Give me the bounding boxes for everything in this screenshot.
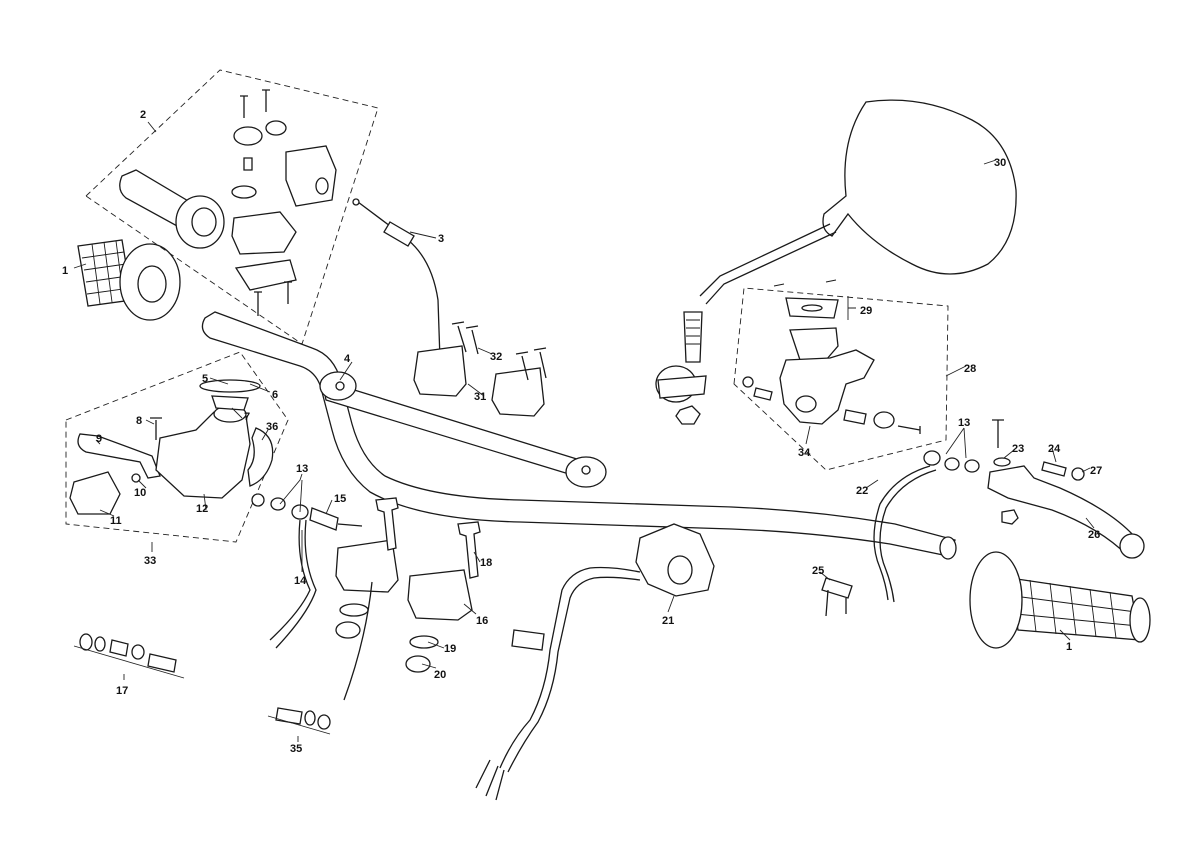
handlebar [202,312,956,559]
callout-27: 27 [1090,465,1102,477]
right-switch-housing [476,524,714,800]
callout-22: 22 [856,485,868,497]
callout-9: 9 [96,433,102,445]
callout-13-right: 13 [958,417,970,429]
callout-31: 31 [474,391,486,403]
callout-20: 20 [434,669,446,681]
callout-4: 4 [344,353,351,365]
throttle-cable [353,199,440,360]
callout-16: 16 [476,615,488,627]
throttle-assembly [86,70,378,344]
callout-3: 3 [438,233,444,245]
callout-12: 12 [196,503,208,515]
callout-34: 34 [798,447,811,459]
callout-15: 15 [334,493,346,505]
left-brake-hose [252,494,362,648]
lower-clamp-right [406,522,480,672]
callout-1-left: 1 [62,265,68,277]
callout-24: 24 [1048,443,1061,455]
callout-labels: 1 1 2 3 4 5 6 7 8 9 10 11 12 13 13 14 15… [62,109,1102,755]
callout-8: 8 [136,415,142,427]
left-lever-assembly [66,352,288,542]
callout-23: 23 [1012,443,1024,455]
parts-kit-17 [74,634,184,678]
callout-5: 5 [202,373,208,385]
callout-17: 17 [116,685,128,697]
upper-clamps [414,322,546,416]
lower-clamp-left [336,498,398,700]
front-master-cylinder-assembly [734,280,948,470]
front-brake-lever [988,420,1144,558]
callout-36: 36 [266,421,278,433]
right-grip [970,552,1150,648]
callout-13-left: 13 [296,463,308,475]
callout-25: 25 [812,565,824,577]
callout-2: 2 [140,109,146,121]
callout-28: 28 [964,363,976,375]
callout-32: 32 [490,351,502,363]
callout-7: 7 [244,411,250,423]
right-brake-hose [874,451,979,602]
callout-29: 29 [860,305,872,317]
callout-11: 11 [110,515,122,527]
callout-33: 33 [144,555,156,567]
callout-26: 26 [1088,529,1100,541]
screws-25 [822,578,852,616]
callout-14: 14 [294,575,307,587]
leader-lines [73,121,1095,742]
callout-21: 21 [662,615,674,627]
callout-10: 10 [134,487,146,499]
callout-30: 30 [994,157,1006,169]
callout-6: 6 [272,389,278,401]
callout-35: 35 [290,743,302,755]
parts-kit-35 [268,708,330,734]
callout-19: 19 [444,643,456,655]
left-grip [78,240,180,320]
callout-1-right: 1 [1066,641,1072,653]
callout-18: 18 [480,557,492,569]
mirror [656,100,1016,424]
